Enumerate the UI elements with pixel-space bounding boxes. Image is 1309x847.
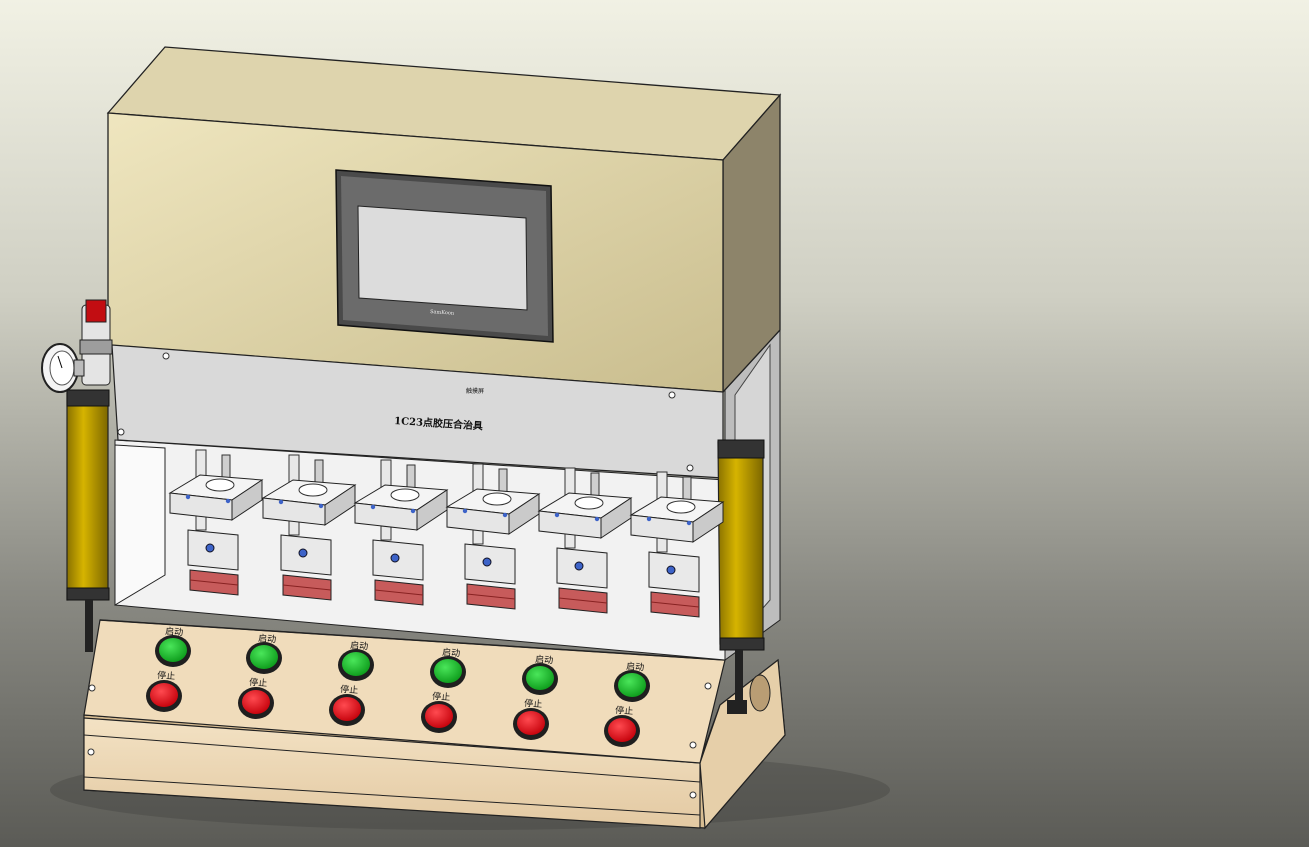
start-label: 启动 <box>350 639 369 652</box>
start-button[interactable] <box>614 670 650 702</box>
stop-button[interactable] <box>238 687 274 719</box>
start-label: 启动 <box>535 653 554 666</box>
start-button[interactable] <box>246 642 282 674</box>
start-label: 启动 <box>442 646 461 659</box>
air-regulator-icon <box>79 299 113 386</box>
stop-button[interactable] <box>513 708 549 740</box>
press-station <box>168 449 264 596</box>
wooden-base <box>83 619 786 830</box>
press-station <box>537 467 633 614</box>
stop-label: 停止 <box>524 697 543 710</box>
start-button[interactable] <box>155 635 191 667</box>
stop-button[interactable] <box>604 715 640 747</box>
hmi-tag-label: 触摸屏 <box>466 387 484 395</box>
light-curtain-left <box>66 389 110 652</box>
stop-button[interactable] <box>146 680 182 712</box>
pressure-gauge-icon <box>41 343 85 393</box>
stop-label: 停止 <box>340 683 359 696</box>
press-station <box>353 459 449 606</box>
start-button[interactable] <box>338 649 374 681</box>
stop-label: 停止 <box>249 676 268 689</box>
stop-button[interactable] <box>421 701 457 733</box>
stop-label: 停止 <box>432 690 451 703</box>
hmi-brand-label: SamKoon <box>430 309 455 317</box>
start-label: 启动 <box>626 660 645 673</box>
hmi-touchscreen[interactable] <box>335 169 554 343</box>
press-station <box>261 454 357 601</box>
stop-label: 停止 <box>157 669 176 682</box>
start-label: 启动 <box>258 632 277 645</box>
start-label: 启动 <box>165 625 184 638</box>
start-button[interactable] <box>430 656 466 688</box>
light-curtain-right <box>717 439 765 714</box>
stop-label: 停止 <box>615 704 634 717</box>
press-station <box>629 471 725 618</box>
press-station <box>445 463 541 610</box>
start-button[interactable] <box>522 663 558 695</box>
press-stations <box>168 449 725 618</box>
stop-button[interactable] <box>329 694 365 726</box>
